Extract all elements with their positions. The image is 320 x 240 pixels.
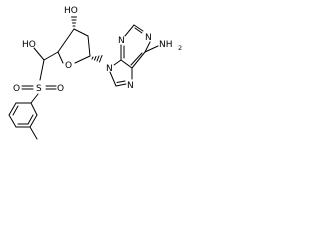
bond-c2-n1-double (134, 27, 143, 34)
atom-ring-o: O (65, 61, 72, 71)
bond-c4-c3 (57, 28, 75, 53)
bond-c1-o (74, 55, 91, 64)
atom-s: S (36, 84, 42, 94)
atom-n9: N (106, 64, 113, 74)
atom-oh-side: HO (22, 40, 36, 50)
bond-c1-n9-hashed (91, 55, 103, 63)
atom-o-left: O (13, 84, 20, 94)
bond-c8-n7 (115, 83, 127, 87)
bond-c2-n1 (133, 24, 144, 32)
atom-o-right: O (57, 84, 64, 94)
bond-c3-oh-hashed (71, 16, 77, 27)
bond-c6-c5 (131, 51, 146, 69)
atom-label-layer: HO O N N N N NH 2 HO S O O (13, 6, 182, 94)
bond-c2-c1 (87, 35, 91, 57)
bond-c5-s (39, 59, 45, 81)
bond-ar5 (8, 102, 17, 116)
bond-c3-c2 (73, 28, 89, 37)
bond-s-aryl (30, 93, 39, 104)
bond-c8-n7-double (116, 80, 126, 83)
bond-n3-c2 (124, 24, 135, 37)
bond-c5-c4 (120, 59, 133, 69)
bond-c6-nh2 (144, 45, 159, 53)
chemical-structure: HO O N N N N NH 2 HO S O O (8, 6, 182, 140)
bond-ar4 (8, 114, 17, 128)
atom-oh-top: HO (64, 6, 78, 16)
bond-c4-c5 (43, 51, 59, 61)
atom-n3: N (118, 36, 125, 46)
bond-c5-oh (33, 47, 45, 61)
atom-n1: N (145, 33, 152, 43)
bond-n9-c8 (109, 71, 117, 87)
bond-n1-c6 (144, 41, 151, 53)
bond-ar-inner1 (27, 114, 34, 125)
bond-o-c4 (57, 51, 64, 64)
bond-layer (8, 16, 159, 140)
bond-methyl (29, 126, 38, 140)
bond-c4-n9 (113, 59, 122, 66)
bond-ar-inner2 (12, 105, 19, 116)
bond-c6-c5-double (130, 52, 143, 66)
bond-ar1 (30, 102, 38, 116)
atom-n7: N (127, 81, 134, 91)
atom-nh2: NH (159, 40, 173, 50)
atom-nh2-subscript: 2 (178, 44, 182, 52)
bond-ar2 (29, 114, 38, 128)
